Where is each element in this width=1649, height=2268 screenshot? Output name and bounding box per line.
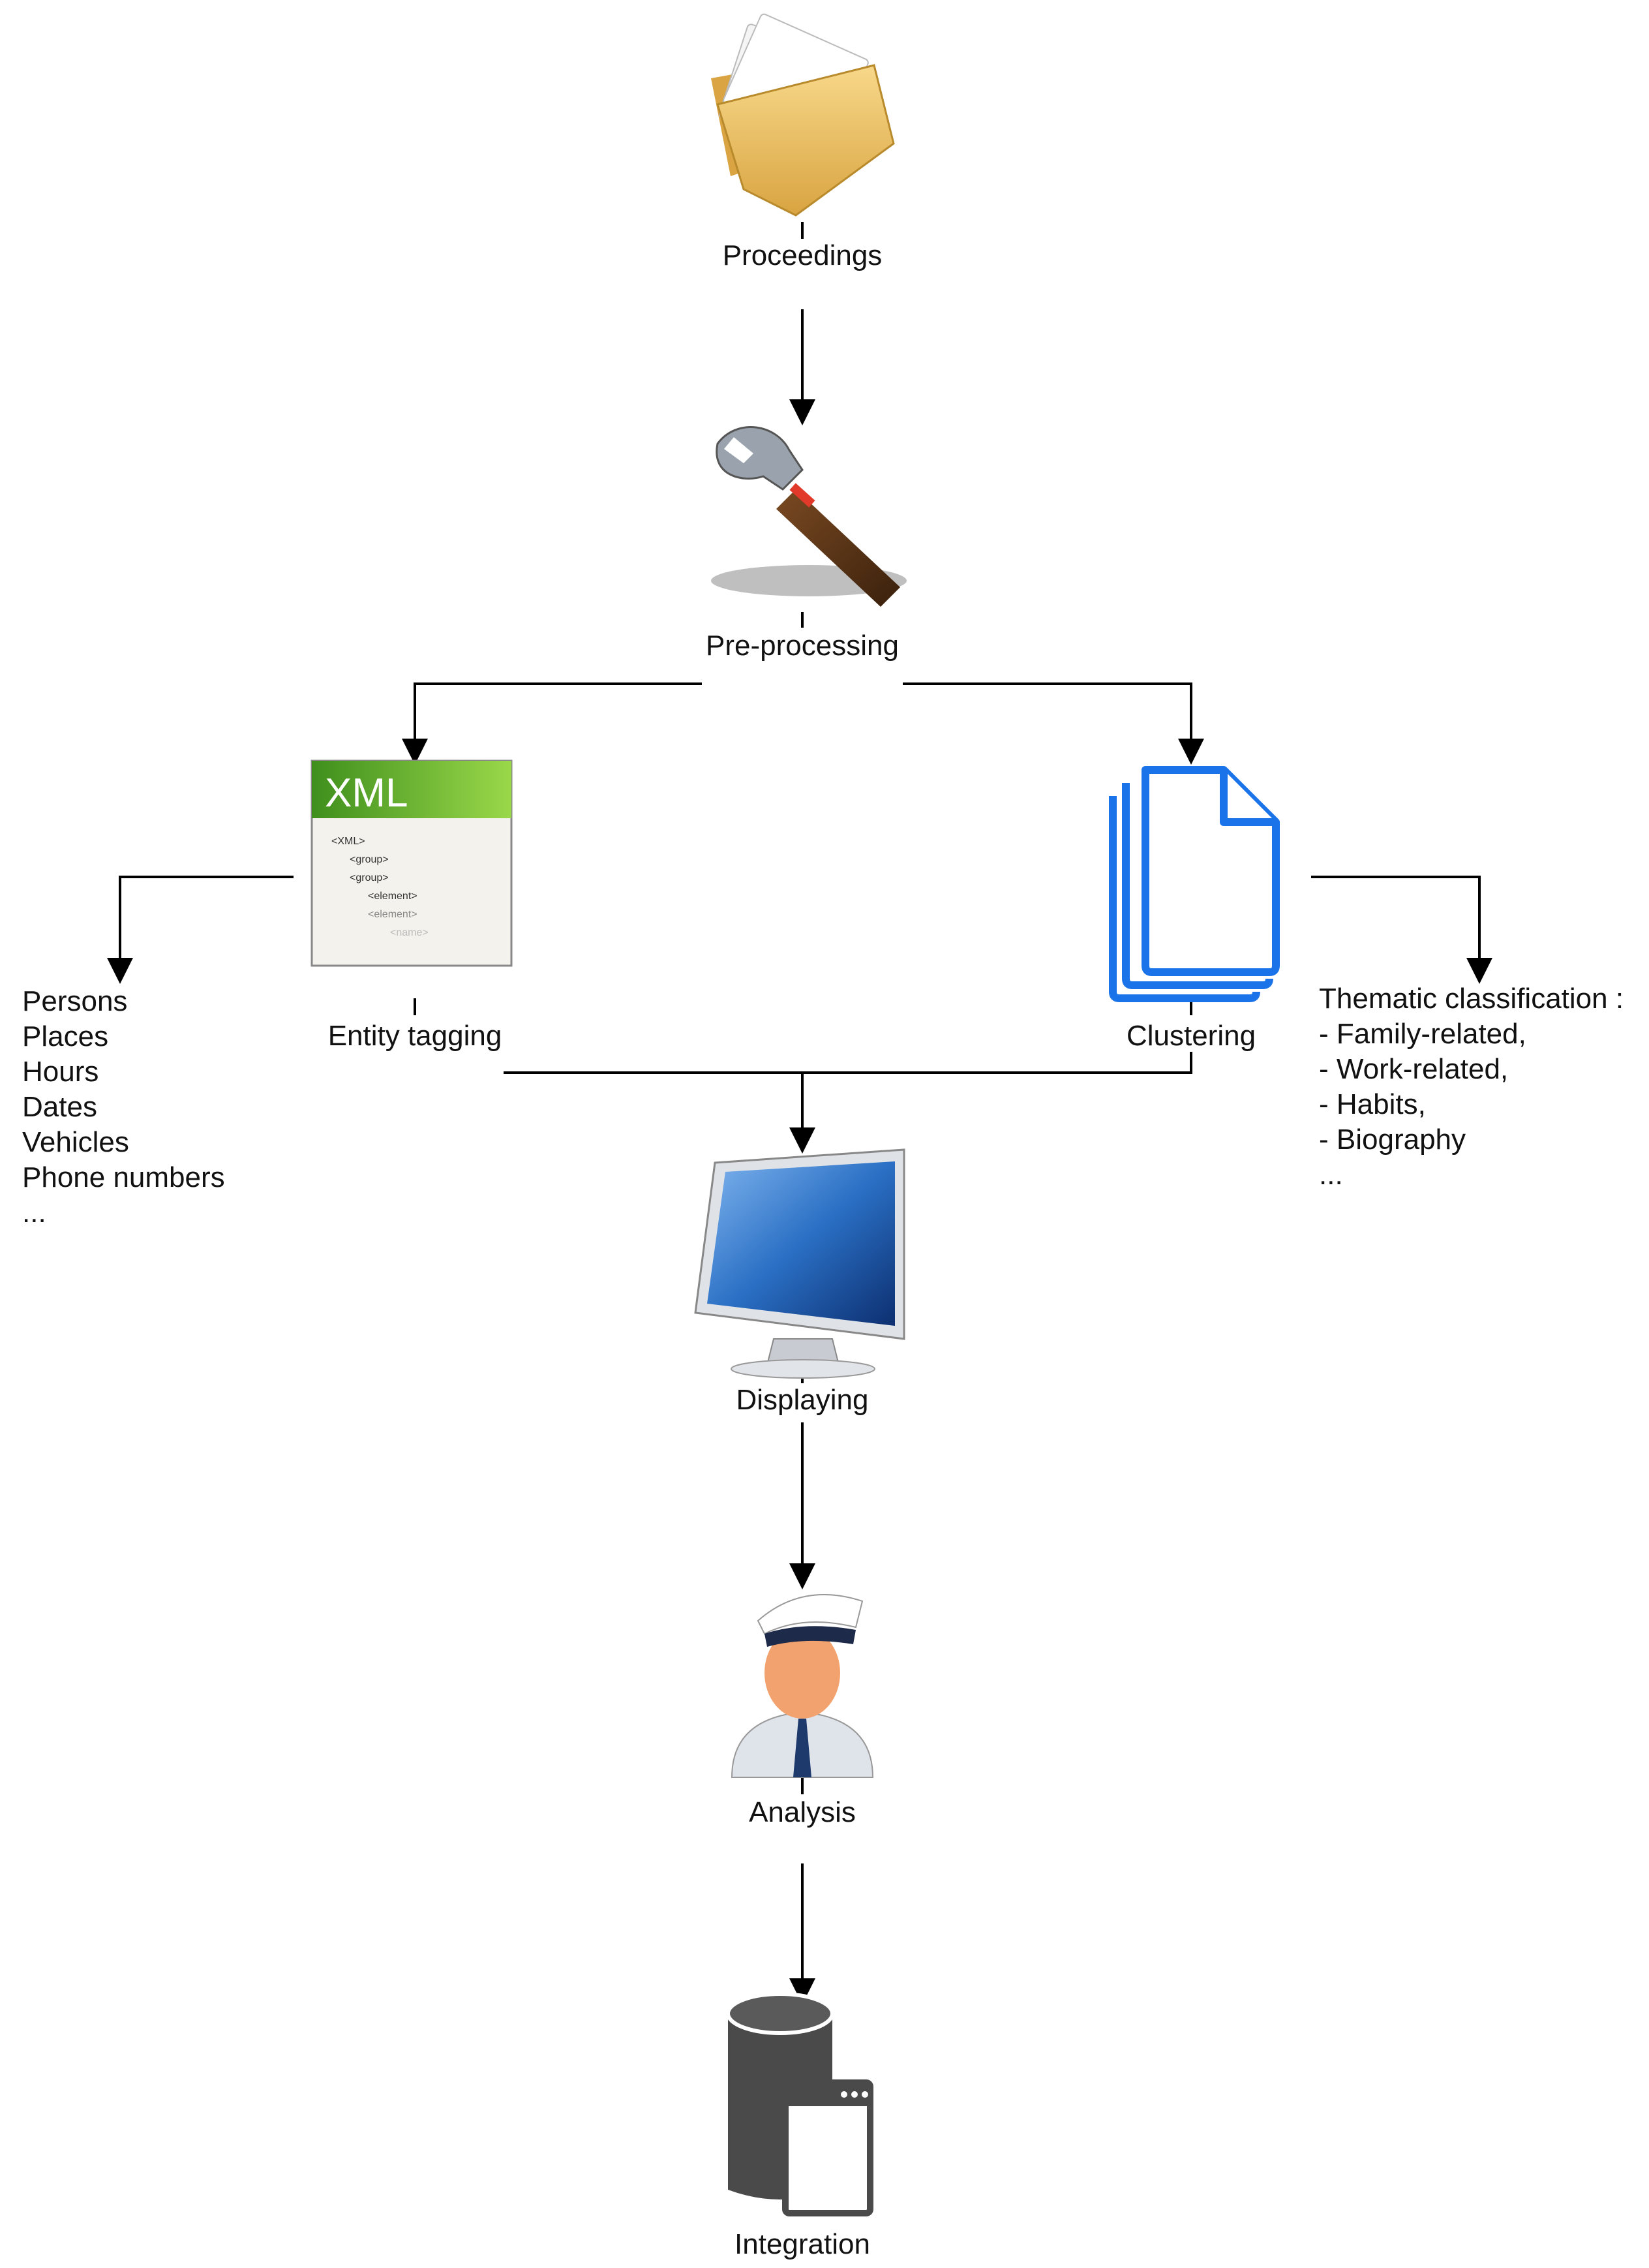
database-icon xyxy=(726,1992,873,2216)
theme-item: ... xyxy=(1319,1159,1343,1191)
xml-line: <group> xyxy=(350,854,389,865)
entity-item: ... xyxy=(22,1197,46,1229)
arrow-preprocessing-entity xyxy=(402,682,702,765)
xml-line: <name> xyxy=(390,927,429,938)
wrench-icon xyxy=(711,426,907,607)
node-label-analysis: Analysis xyxy=(749,1796,856,1828)
folder-icon xyxy=(711,13,895,217)
entity-item: Persons xyxy=(22,985,128,1017)
entity-item: Phone numbers xyxy=(22,1161,225,1193)
node-label-displaying: Displaying xyxy=(736,1384,869,1416)
theme-item: - Habits, xyxy=(1319,1088,1426,1120)
xml-line: <XML> xyxy=(331,836,365,847)
node-label-clustering: Clustering xyxy=(1126,1020,1256,1052)
merge-line xyxy=(504,1052,1192,1074)
theme-list: Thematic classification : - Family-relat… xyxy=(1319,981,1624,1193)
documents-icon xyxy=(1109,766,1280,1002)
node-label-integration: Integration xyxy=(734,2228,870,2260)
xml-line: <element> xyxy=(368,891,417,902)
monitor-icon xyxy=(694,1148,905,1379)
entity-item: Places xyxy=(22,1020,109,1052)
connectors xyxy=(107,222,1492,2004)
arrow-entity-list xyxy=(107,876,294,984)
xml-title: XML xyxy=(325,771,408,816)
entity-item: Hours xyxy=(22,1056,99,1088)
theme-title: Thematic classification : xyxy=(1319,983,1624,1015)
entity-item: Vehicles xyxy=(22,1126,129,1158)
xml-line: <group> xyxy=(350,872,389,883)
officer-icon xyxy=(731,1594,874,1778)
node-label-proceedings: Proceedings xyxy=(722,239,883,271)
theme-item: - Work-related, xyxy=(1319,1053,1509,1085)
node-label-entity-tagging: Entity tagging xyxy=(327,1020,502,1052)
arrow-preprocessing-clustering xyxy=(903,682,1204,765)
node-label-preprocessing: Pre-processing xyxy=(706,630,899,662)
entity-list: Persons Places Hours Dates Vehicles Phon… xyxy=(22,984,225,1231)
xml-file-icon: XML <XML> <group> <group> <element> <ele… xyxy=(310,759,513,967)
theme-item: - Biography xyxy=(1319,1124,1466,1156)
theme-item: - Family-related, xyxy=(1319,1018,1526,1050)
arrow-clustering-themes xyxy=(1311,876,1492,984)
xml-line: <element> xyxy=(368,909,417,920)
entity-item: Dates xyxy=(22,1091,97,1123)
